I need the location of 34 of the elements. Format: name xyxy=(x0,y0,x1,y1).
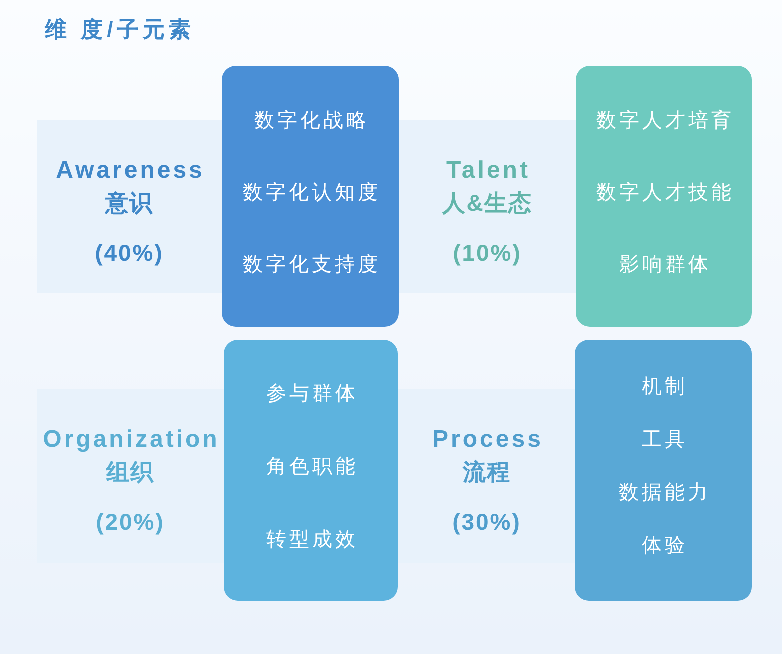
sub-element-label: 角色职能 xyxy=(266,454,358,480)
weight-percent: (30%) xyxy=(452,508,522,537)
weight-percent: (40%) xyxy=(95,238,164,268)
sub-element-card xyxy=(575,340,752,601)
dimension-name: Organization xyxy=(42,425,220,455)
weight-percent: (20%) xyxy=(96,508,165,537)
sub-element-label: 数字人才培育 xyxy=(596,108,734,134)
sub-element-label: 数字化战略 xyxy=(254,108,370,134)
dimension-band xyxy=(37,389,224,563)
sub-element-label: 转型成效 xyxy=(266,528,358,552)
sub-element-label: 数字人才技能 xyxy=(596,180,734,206)
dimension-name-zh: 人&生态 xyxy=(442,188,532,218)
dimension-name-zh: 流程 xyxy=(463,458,511,487)
dimension-band xyxy=(37,120,222,293)
sub-element-label: 数字化认知度 xyxy=(242,180,381,206)
diagram-title: 维 度/子元素 xyxy=(45,16,196,44)
sub-element-card xyxy=(576,66,752,327)
sub-element-label: 体验 xyxy=(641,534,688,559)
sub-element-label: 工具 xyxy=(641,428,688,453)
sub-element-card xyxy=(224,340,398,601)
dimension-name-zh: 组织 xyxy=(106,458,154,487)
dimension-name-zh: 意识 xyxy=(106,188,154,218)
sub-element-label: 数字化支持度 xyxy=(242,252,381,278)
sub-element-label: 机制 xyxy=(641,375,688,400)
dimension-band xyxy=(398,389,576,563)
sub-element-label: 影响群体 xyxy=(618,252,712,278)
weight-percent: (10%) xyxy=(453,238,522,268)
dimension-name: Awareness xyxy=(55,156,205,186)
sub-element-label: 数据能力 xyxy=(618,481,711,506)
sub-element-label: 参与群体 xyxy=(266,382,358,406)
sub-element-card xyxy=(222,66,399,327)
dimension-name: Talent xyxy=(446,156,530,186)
dimension-name: Process xyxy=(432,425,544,455)
dimension-band xyxy=(399,120,576,293)
